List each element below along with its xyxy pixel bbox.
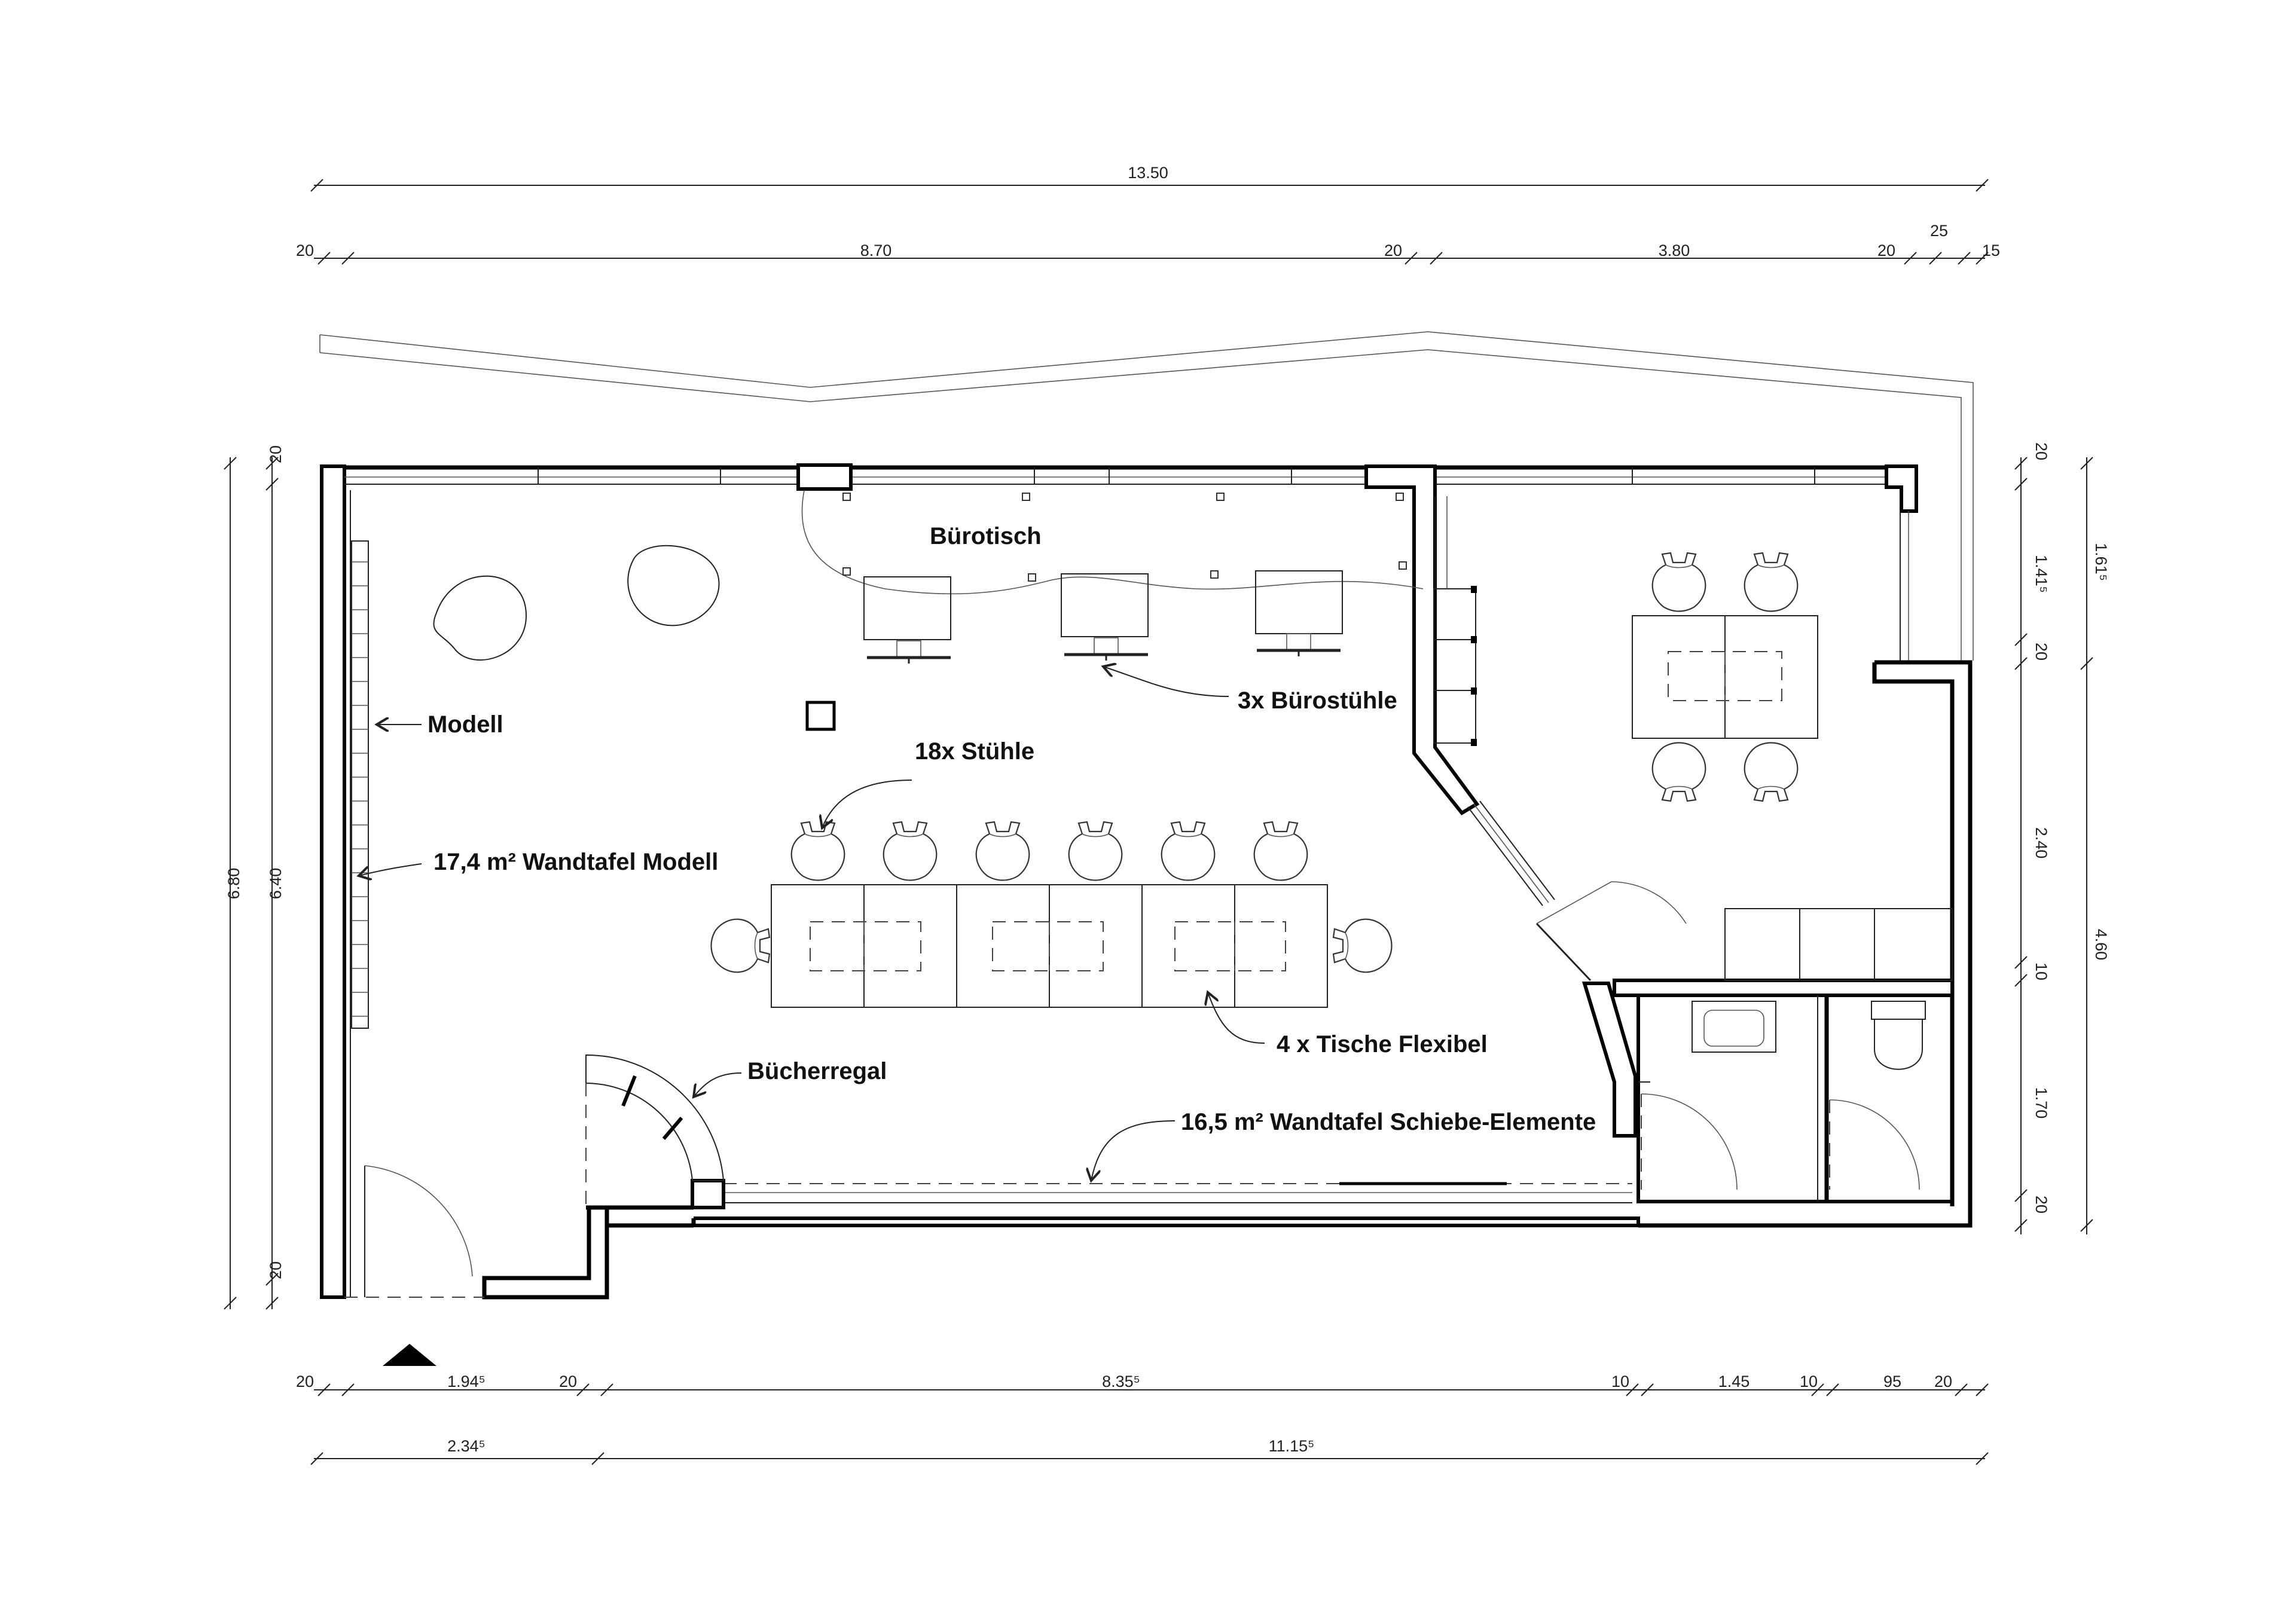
- dim-right-inner-5: 10: [2032, 962, 2050, 980]
- terrace-outline: [319, 331, 1974, 661]
- doors: [364, 881, 1920, 1297]
- dim-top-seg-6: 25: [1930, 222, 1948, 240]
- dim-left-inner-3: 20: [267, 1261, 285, 1279]
- label-buecherregal: Bücherregal: [747, 1058, 887, 1084]
- label-buerostuehle: 3x Bürostühle: [1238, 687, 1397, 714]
- dim-bottom-total-2: 11.15⁵: [1269, 1437, 1315, 1455]
- dim-left-inner-1: 20: [267, 445, 285, 463]
- label-wandtafel-schiebe: 16,5 m² Wandtafel Schiebe-Elemente: [1181, 1109, 1596, 1135]
- dim-bottom-seg-6: 1.45: [1718, 1373, 1750, 1390]
- dimension-right: 20 1.41⁵ 20 2.40 10 1.70 20 1.61⁵ 4.60: [2014, 442, 2110, 1234]
- meeting-table-right: [1632, 552, 1818, 802]
- dimension-top: 13.50 20 8.70 20 3.80 20 25 15: [296, 164, 2000, 265]
- chair-icon: [975, 821, 1030, 881]
- chair-icon: [883, 821, 938, 881]
- entrance-triangle-icon: [383, 1344, 436, 1366]
- dim-bottom-seg-7: 10: [1800, 1373, 1818, 1390]
- dim-right-inner-7: 20: [2032, 1196, 2050, 1214]
- label-wandtafel-modell: 17,4 m² Wandtafel Modell: [433, 849, 718, 875]
- chair-icon: [1651, 552, 1706, 612]
- dim-right-inner-2: 1.41⁵: [2032, 555, 2050, 593]
- chair-icon: [1068, 821, 1123, 881]
- label-tische: 4 x Tische Flexibel: [1277, 1031, 1488, 1057]
- labels: Bürotisch 3x Bürostühle Modell 17,4 m² W…: [359, 523, 1596, 1181]
- chair-icon: [1332, 918, 1393, 973]
- dimension-left: 6.80 20 6.40 20: [224, 445, 285, 1310]
- plant-icon: [433, 575, 527, 661]
- dim-bottom-seg-4: 8.35⁵: [1102, 1373, 1140, 1390]
- label-buerotisch: Bürotisch: [930, 523, 1042, 549]
- dim-top-seg-5: 20: [1877, 242, 1895, 259]
- dim-right-inner-1: 20: [2032, 442, 2050, 460]
- dimension-bottom: 20 1.94⁵ 20 8.35⁵ 10 1.45 10 95 20 2.34⁵…: [296, 1373, 1989, 1465]
- conference-table: [771, 884, 1328, 1008]
- dim-top-seg-3: 20: [1384, 242, 1402, 259]
- dim-bottom-seg-2: 1.94⁵: [447, 1373, 486, 1390]
- chair-icon: [1253, 821, 1308, 881]
- dim-right-inner-4: 2.40: [2032, 827, 2050, 859]
- bookshelf: [585, 1054, 725, 1208]
- chair-icon: [1744, 742, 1799, 802]
- dim-right-inner-3: 20: [2032, 643, 2050, 661]
- dim-right-inner-6: 1.70: [2032, 1087, 2050, 1119]
- chair-icon: [790, 821, 845, 881]
- plants: [433, 545, 720, 661]
- dim-bottom-seg-1: 20: [296, 1373, 314, 1390]
- chair-icon: [710, 918, 771, 973]
- walls: [320, 463, 1973, 1300]
- chair-icon: [1744, 552, 1799, 612]
- model-board: [351, 540, 369, 1029]
- label-modell: Modell: [428, 711, 503, 738]
- dim-left-outer: 6.80: [225, 868, 243, 900]
- chair-icon: [1161, 821, 1216, 881]
- chairs-conference: [710, 821, 1393, 973]
- dim-bottom-seg-3: 20: [559, 1373, 577, 1390]
- dim-top-total: 13.50: [1128, 164, 1168, 182]
- dim-right-outer-2: 4.60: [2092, 929, 2110, 961]
- chair-icon: [1651, 742, 1706, 802]
- dim-bottom-seg-5: 10: [1611, 1373, 1629, 1390]
- dim-bottom-seg-8: 95: [1883, 1373, 1901, 1390]
- dim-bottom-total-1: 2.34⁵: [447, 1437, 486, 1455]
- dim-top-seg-1: 20: [296, 242, 314, 259]
- dim-top-seg-7: 15: [1982, 242, 2000, 259]
- column-pillar: [805, 701, 836, 731]
- furniture-office: [801, 490, 1424, 731]
- dim-right-outer-1: 1.61⁵: [2092, 543, 2110, 581]
- dim-left-inner-2: 6.40: [267, 868, 285, 900]
- dim-top-seg-2: 8.70: [860, 242, 892, 259]
- dim-top-seg-4: 3.80: [1659, 242, 1690, 259]
- wall-left: [320, 464, 346, 1299]
- label-stuehle: 18x Stühle: [915, 738, 1034, 765]
- dim-bottom-seg-9: 20: [1934, 1373, 1952, 1390]
- plant-icon: [627, 545, 720, 626]
